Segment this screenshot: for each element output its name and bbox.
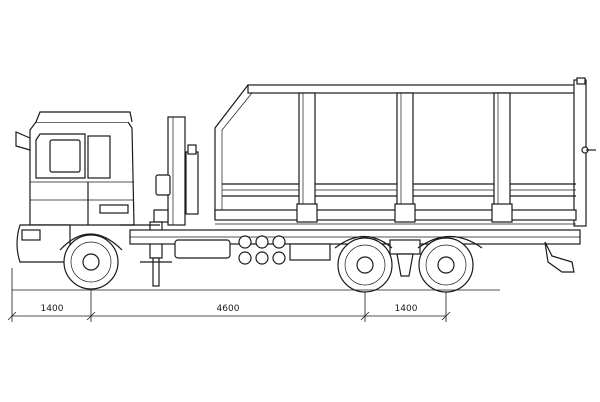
air-tank-4 (238, 251, 252, 265)
fuel-tank (174, 239, 231, 259)
body-top-rail (247, 84, 581, 94)
crane-column (167, 116, 186, 226)
stanchion-1 (296, 92, 318, 223)
dimension-rear-axle-spacing: 1400 (395, 304, 418, 314)
air-tank-6 (272, 251, 286, 265)
cab-door-window (49, 139, 81, 173)
crane-control-box (155, 174, 171, 196)
stanchion-3-foot (491, 203, 513, 223)
air-tank-5 (255, 251, 269, 265)
rear-fender-2 (417, 236, 483, 249)
rear-suspension (389, 239, 421, 255)
rear-wheel-1-rim (344, 244, 386, 286)
rear-wheel-2-hub (437, 256, 455, 274)
crane-cylinder (185, 151, 199, 215)
front-wheel (63, 234, 119, 290)
outrigger-foot (152, 257, 160, 287)
cab-sleeper-window (87, 135, 111, 179)
chassis (129, 229, 581, 277)
rear-wheel-1-hub (356, 256, 374, 274)
dim-tick-3 (360, 311, 370, 321)
front-wheel-rim (70, 241, 112, 283)
air-tank-3 (272, 235, 286, 249)
battery-box (289, 243, 331, 261)
air-tank-1 (238, 235, 252, 249)
front-fender (59, 233, 123, 251)
side-mirror (15, 131, 31, 151)
rear-axle-hub (396, 253, 414, 277)
stanchion-3-post (493, 92, 511, 211)
rear-fender-1 (334, 236, 393, 249)
stanchion-3 (491, 92, 513, 223)
rear-wheel-2 (418, 237, 474, 293)
cab-step (99, 204, 129, 214)
dim-tick-2 (86, 311, 96, 321)
body-front-slope-inner (221, 92, 253, 218)
headlight (21, 229, 41, 241)
cab (15, 111, 160, 263)
stanchion-1-post (298, 92, 316, 211)
cab-roof (35, 111, 133, 123)
dim-tick-1 (7, 311, 17, 321)
rear-gate-top-cap (576, 77, 586, 85)
front-wheel-hub (82, 253, 100, 271)
crane-cylinder-cap (187, 144, 197, 155)
crane-base (153, 209, 169, 223)
stanchion-2-foot (394, 203, 416, 223)
dimension-front-overhang: 1400 (41, 304, 64, 314)
stanchion-1-foot (296, 203, 318, 223)
stanchion-2-post (396, 92, 414, 211)
rear-wheel-1 (337, 237, 393, 293)
rear-wheel-2-rim (425, 244, 467, 286)
cargo-body (214, 77, 596, 227)
dimensions: 1400 4600 1400 (7, 268, 451, 322)
stanchion-2 (394, 92, 416, 223)
air-tank-2 (255, 235, 269, 249)
loader-crane (140, 116, 199, 287)
rear-light (544, 241, 575, 273)
dim-tick-4 (441, 311, 451, 321)
body-front-slope (214, 84, 249, 218)
dimension-wheelbase: 4600 (217, 304, 240, 314)
